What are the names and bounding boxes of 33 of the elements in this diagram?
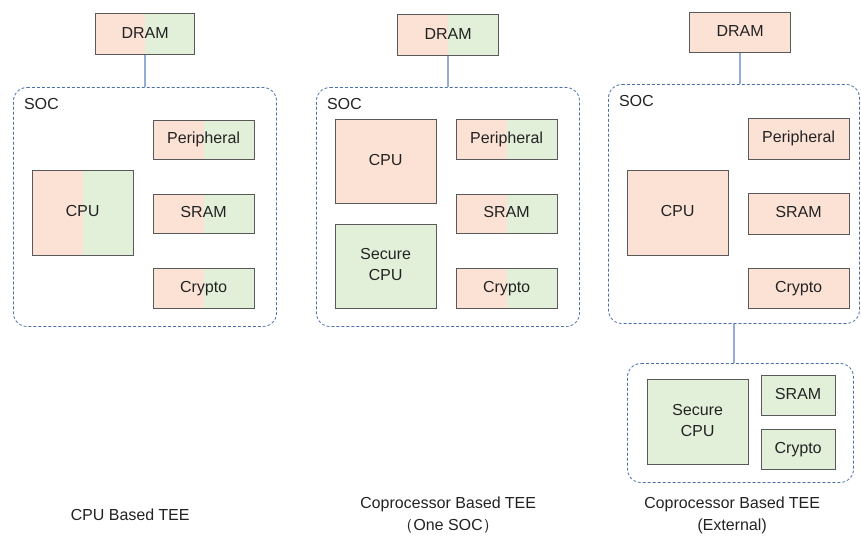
caption-text: Coprocessor Based TEE （One SOC） <box>359 494 537 536</box>
component-box: Secure CPU <box>334 224 436 308</box>
container-label: SOC <box>24 96 59 114</box>
component-box: Peripheral <box>748 118 850 160</box>
dashed-container <box>627 363 854 483</box>
component-box: Peripheral <box>456 118 558 160</box>
component-box: Crypto <box>748 268 850 308</box>
caption-text: CPU Based TEE <box>70 506 190 526</box>
component-box: SRAM <box>456 194 558 234</box>
component-box: CPU <box>334 118 436 204</box>
dashed-container <box>13 87 277 327</box>
connector-line <box>144 55 146 87</box>
component-box: DRAM <box>95 13 195 55</box>
component-box: DRAM <box>689 12 791 53</box>
component-box: Crypto <box>152 268 254 308</box>
container-label: SOC <box>619 93 654 111</box>
dashed-container <box>608 84 860 324</box>
component-box: CPU <box>32 170 134 256</box>
component-box: Crypto <box>456 268 558 308</box>
component-box: Secure CPU <box>646 378 748 464</box>
component-box: DRAM <box>397 14 499 56</box>
component-box: SRAM <box>748 192 850 234</box>
connector-line <box>739 53 741 84</box>
connector-line <box>447 56 449 87</box>
component-box: SRAM <box>760 374 836 416</box>
component-box: SRAM <box>152 194 254 234</box>
dashed-container <box>316 87 580 327</box>
component-box: Crypto <box>760 428 836 470</box>
connector-line <box>733 324 735 363</box>
caption-text: Coprocessor Based TEE (External) <box>643 494 821 536</box>
container-label: SOC <box>327 96 362 114</box>
component-box: CPU <box>626 170 728 256</box>
component-box: Peripheral <box>152 120 254 160</box>
